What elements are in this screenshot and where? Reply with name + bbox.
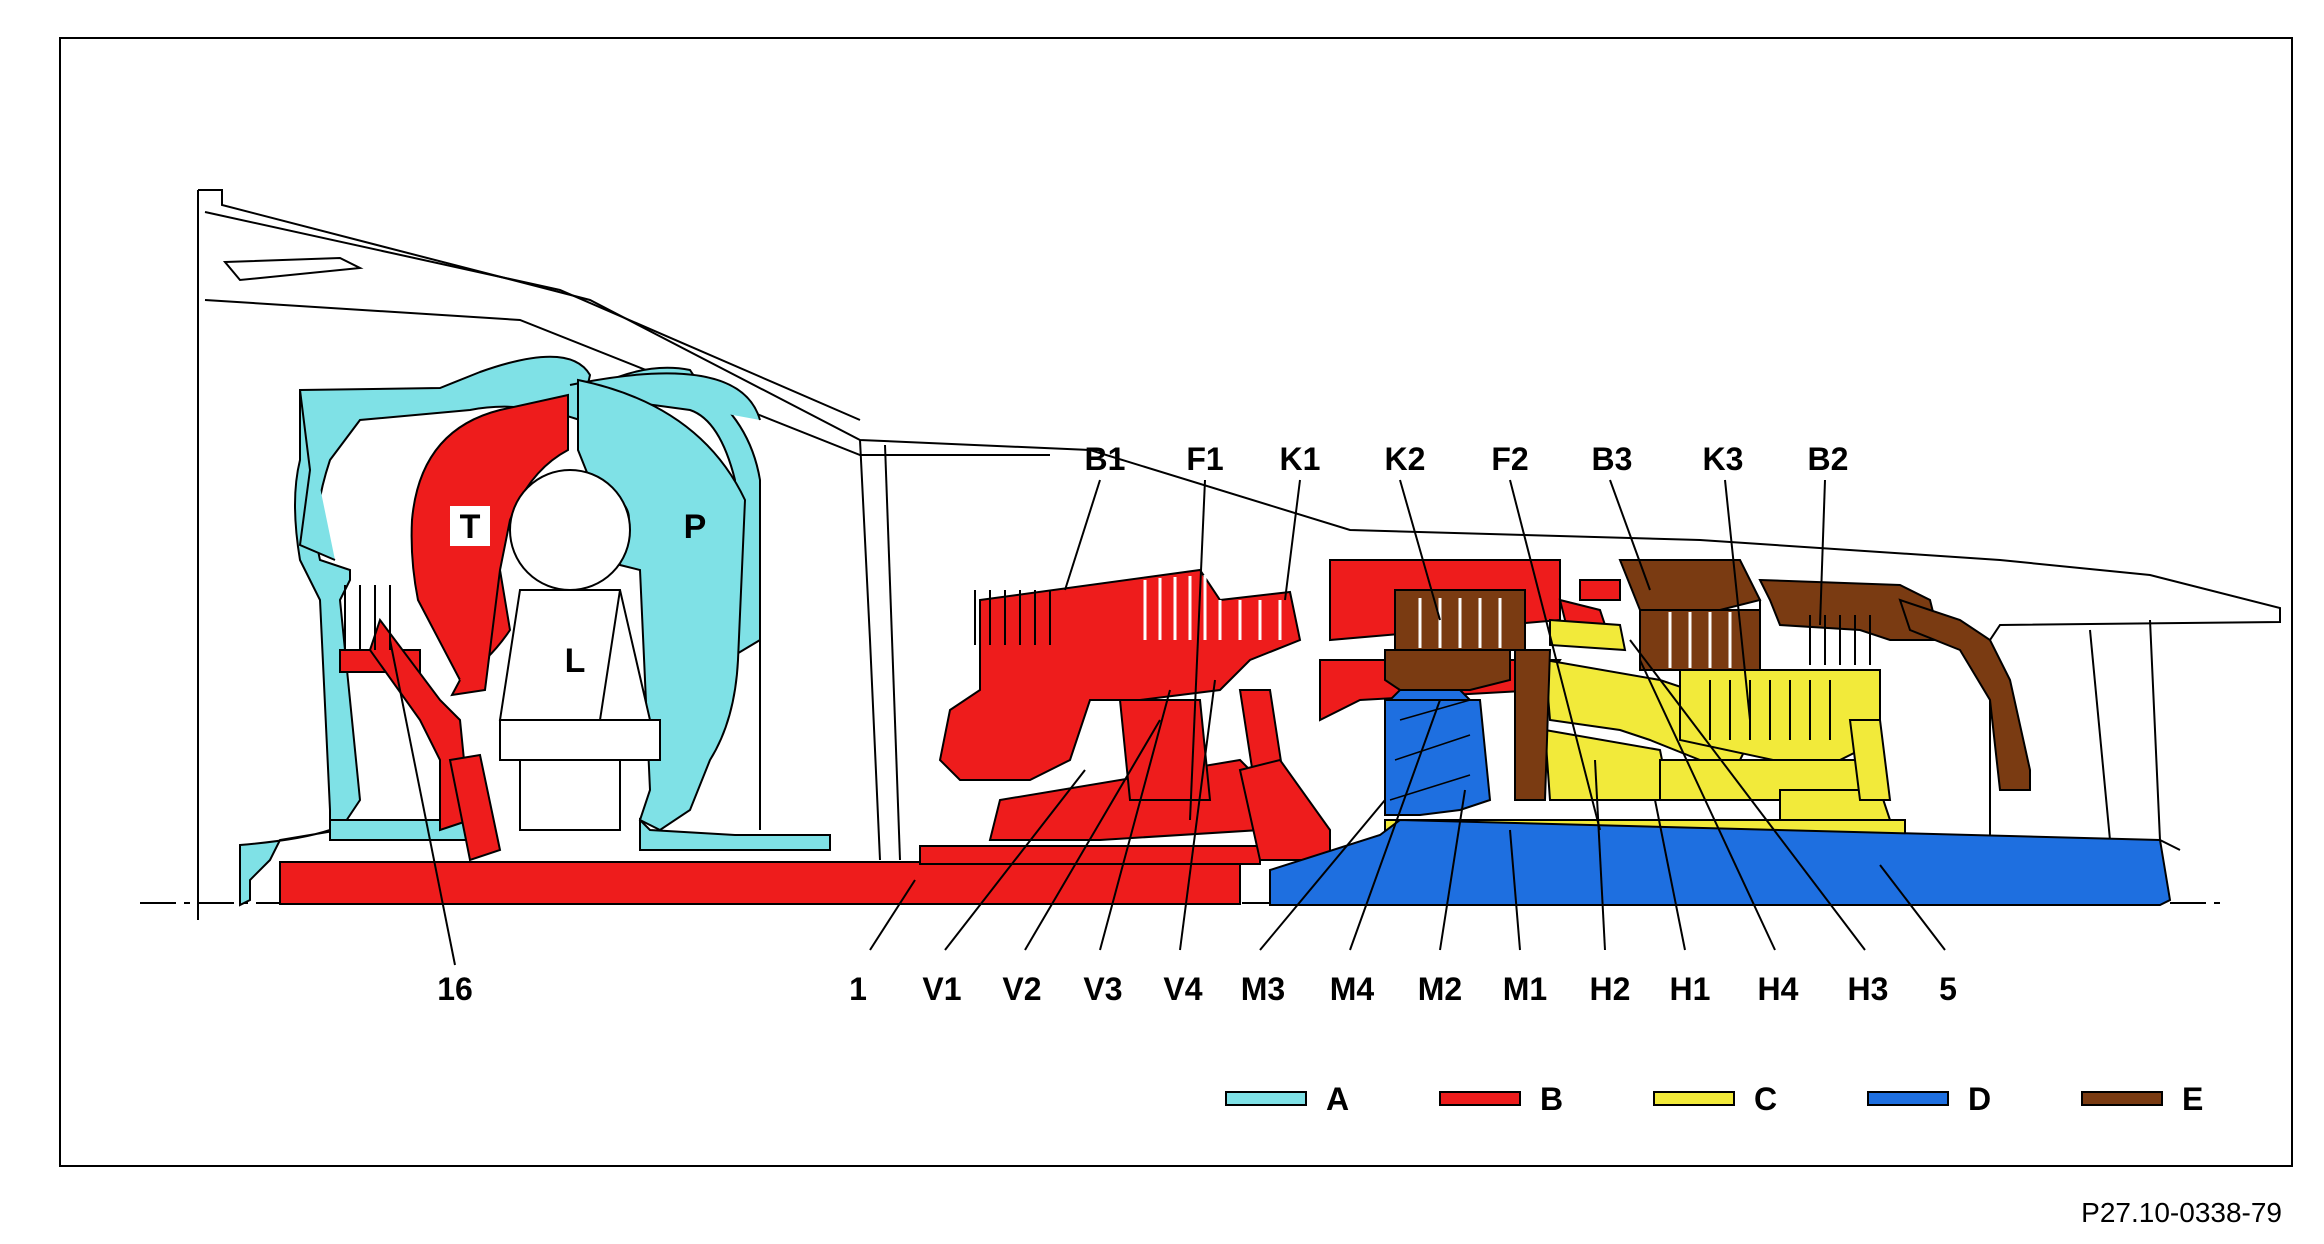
- label-h3: H3: [1848, 971, 1889, 1007]
- label-16: 16: [437, 971, 473, 1007]
- label-m3: M3: [1241, 971, 1285, 1007]
- component-group-e: [1384, 559, 2031, 801]
- label-5: 5: [1939, 971, 1957, 1007]
- component-group-d: [1269, 689, 2172, 906]
- label-v2: V2: [1002, 971, 1041, 1007]
- legend-label-a: A: [1326, 1081, 1349, 1117]
- label-m2: M2: [1418, 971, 1462, 1007]
- legend-label-d: D: [1968, 1081, 1991, 1117]
- legend-swatch-e: [2081, 1091, 2163, 1106]
- label-f1: F1: [1186, 441, 1223, 477]
- top-labels: B1 F1 K1 K2 F2 B3 K3 B2: [1085, 441, 1849, 477]
- legend-swatch-b: [1439, 1091, 1521, 1106]
- reference-code: P27.10-0338-79: [2081, 1197, 2282, 1228]
- label-b3: B3: [1592, 441, 1633, 477]
- bottom-labels: 16 1 V1 V2 V3 V4 M3 M4 M2 M1 H2 H1 H4 H3…: [437, 971, 1957, 1007]
- legend-label-c: C: [1754, 1081, 1777, 1117]
- legend-swatch-d: [1867, 1091, 1949, 1106]
- legend-label-e: E: [2182, 1081, 2203, 1117]
- clutch-plates: [344, 575, 1871, 801]
- torque-converter: [498, 469, 661, 831]
- legend-label-b: B: [1540, 1081, 1563, 1117]
- label-v1: V1: [922, 971, 961, 1007]
- top-leader-lines: [1064, 479, 1826, 831]
- label-m1: M1: [1503, 971, 1547, 1007]
- label-h1: H1: [1670, 971, 1711, 1007]
- label-f2: F2: [1491, 441, 1528, 477]
- bottom-leader-lines: [389, 639, 1946, 966]
- label-k1: K1: [1280, 441, 1321, 477]
- legend-swatch-a: [1225, 1091, 1307, 1106]
- label-m4: M4: [1330, 971, 1375, 1007]
- label-p: P: [684, 508, 707, 546]
- converter-labels: T P L: [450, 506, 706, 680]
- label-b1: B1: [1085, 441, 1126, 477]
- label-k3: K3: [1703, 441, 1744, 477]
- label-h4: H4: [1758, 971, 1799, 1007]
- label-k2: K2: [1385, 441, 1426, 477]
- label-b2: B2: [1808, 441, 1849, 477]
- label-h2: H2: [1590, 971, 1631, 1007]
- label-1: 1: [849, 971, 867, 1007]
- label-l: L: [565, 642, 586, 680]
- label-v4: V4: [1163, 971, 1202, 1007]
- legend-swatch-c: [1653, 1091, 1735, 1106]
- label-v3: V3: [1083, 971, 1122, 1007]
- label-t: T: [460, 508, 481, 546]
- legend: A B C D E: [1225, 1081, 2203, 1117]
